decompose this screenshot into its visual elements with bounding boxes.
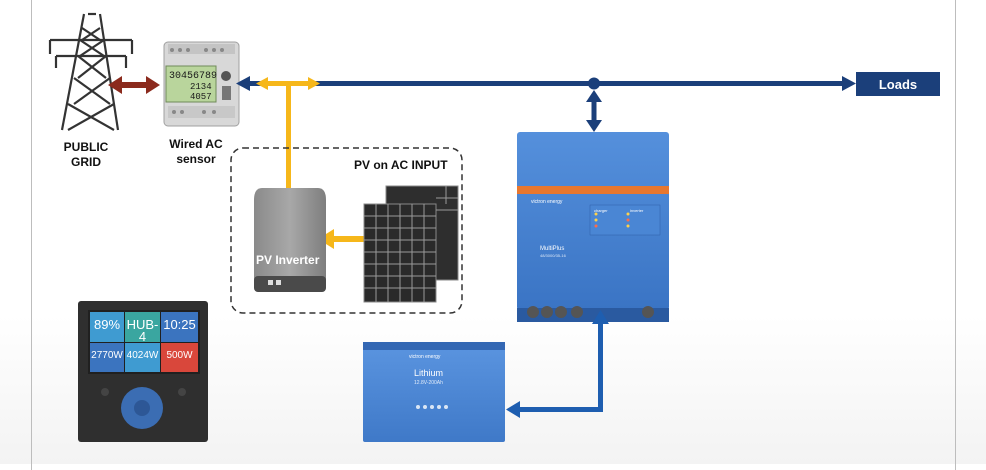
cc-tile-ac-value: 4024W [126,350,159,361]
battery-type: Lithium [414,368,443,378]
pv-inverter-label: PV Inverter [256,253,320,267]
cc-tile-load-value: 500W [166,350,193,361]
cc-tile-mode-value: HUB-4 [126,317,159,344]
loads-box: Loads [856,72,940,96]
ac-bus-line [236,76,856,132]
multiplus-brand: victron energy [531,199,563,205]
cc-tile-load: 500W [161,346,198,362]
pv-ac-input-group [230,147,463,314]
battery-brand: victron energy [409,354,441,360]
meter-reading-2: 2134 [190,82,212,92]
slide-frame [31,0,956,470]
multiplus-name: MultiPlus [540,246,564,252]
cc-tile-soc: 89% [90,315,124,331]
battery-spec: 12.8V-200Ah [414,380,443,386]
public-grid-label: PUBLIC GRID [63,140,109,169]
ac-sensor-meter-icon: 30456789 2134 4057 [163,41,240,127]
solar-panel-icon [363,185,459,303]
cc-tile-soc-value: 89% [93,317,121,332]
multiplus-inverter-label: inverter [630,208,644,213]
cc-tile-ac: 4024W [125,346,160,362]
meter-reading-3: 4057 [190,92,212,102]
cc-tile-pv-value: 2770W [91,350,123,361]
dc-link-arrow [506,310,609,418]
power-pylon-icon [48,12,134,131]
multiplus-model: 48/3000/35-16 [540,253,567,258]
ac-sensor-label: Wired AC sensor [169,137,223,166]
meter-reading-1: 30456789 [169,71,217,82]
grid-sensor-arrow-icon [108,76,160,94]
lithium-battery-icon: victron energy Lithium 12.8V-200Ah [363,342,505,442]
pv-on-ac-input-label: PV on AC INPUT [354,158,448,172]
cc-tile-pv: 2770W [90,346,124,362]
cc-tile-time: 10:25 [161,315,198,331]
cc-tile-time-value: 10:25 [163,317,196,332]
multiplus-inverter-icon: victron energy charger inverter MultiPlu… [517,132,669,322]
color-control-gx-icon [78,301,208,442]
multiplus-charger-label: charger [594,208,608,213]
pv-inverter-icon [254,188,326,292]
cc-tile-mode: HUB-4 [125,315,160,343]
